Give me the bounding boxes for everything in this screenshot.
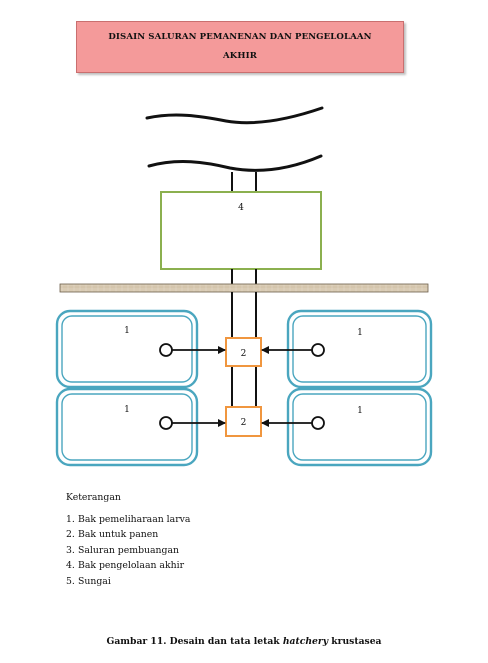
figure-caption: Gambar 11. Desain dan tata letak hatcher… [0, 636, 488, 647]
legend-item: 1. Bak pemeliharaan larva [66, 512, 190, 528]
legend-item-text: Sungai [78, 575, 111, 587]
river-bank-lower [147, 154, 323, 172]
legend-item-number: 2. [66, 529, 75, 540]
legend: Keterangan 1. Bak pemeliharaan larva 2. … [66, 490, 190, 589]
legend-item-number: 3. [66, 544, 75, 556]
legend-item-text: Saluran pembuangan [78, 544, 180, 556]
larva-tank-bottom-right-outer [286, 387, 433, 467]
larva-tank-bottom-left-outer [55, 387, 199, 467]
larva-tank-top-right-inner [292, 315, 427, 383]
legend-item: 3. Saluran pembuangan [66, 543, 190, 559]
legend-heading: Keterangan [66, 492, 121, 503]
harvest-tank-top-label: 2 [241, 349, 247, 359]
outlet-valve-top-left [159, 343, 173, 357]
legend-item: 2. Bak untuk panen [66, 527, 190, 543]
walkway-strip [59, 283, 429, 293]
hatchery-layout-diagram: 4 1 1 1 1 2 2 [55, 106, 433, 467]
diagram-title: DISAIN SALURAN PEMANENAN DAN PENGELOLAAN… [76, 21, 404, 73]
outlet-valve-top-right [311, 343, 325, 357]
outlet-valve-bottom-right [311, 416, 325, 430]
river-bank-upper [145, 106, 324, 125]
legend-item: 5. Sungai [66, 574, 190, 590]
legend-item-text: Bak pengelolaan akhir [78, 560, 185, 571]
harvest-tank-bottom-label: 2 [241, 418, 247, 428]
outlet-valve-bottom-left [159, 416, 173, 430]
diagram-title-text: DISAIN SALURAN PEMANENAN DAN PENGELOLAAN… [108, 32, 372, 61]
legend-item-number: 4. [66, 560, 75, 571]
larva-tank-top-left-inner [61, 315, 193, 383]
legend-item-text: Bak pemeliharaan larva [78, 513, 191, 525]
larva-tank-bottom-left-label: 1 [124, 405, 130, 415]
larva-tank-top-right-outer [286, 309, 433, 389]
larva-tank-top-right-label: 1 [357, 328, 363, 338]
final-treatment-pond-label: 4 [238, 203, 244, 213]
larva-tank-bottom-right-inner [292, 393, 427, 461]
legend-item-number: 5. [66, 575, 75, 587]
larva-tank-bottom-left-inner [61, 393, 193, 461]
larva-tank-bottom-right-label: 1 [357, 406, 363, 416]
figure-caption-italic: hatchery [282, 636, 329, 647]
larva-tank-top-left-outer [55, 309, 199, 389]
final-treatment-pond [160, 191, 322, 270]
legend-item-text: Bak untuk panen [78, 529, 159, 540]
legend-item: 4. Bak pengelolaan akhir [66, 558, 190, 574]
legend-list: 1. Bak pemeliharaan larva 2. Bak untuk p… [66, 512, 190, 590]
figure-caption-prefix: Gambar 11. Desain dan tata letak [106, 636, 283, 647]
larva-tank-top-left-label: 1 [124, 326, 130, 336]
legend-item-number: 1. [66, 513, 75, 525]
figure-caption-suffix: krustasea [328, 636, 382, 647]
